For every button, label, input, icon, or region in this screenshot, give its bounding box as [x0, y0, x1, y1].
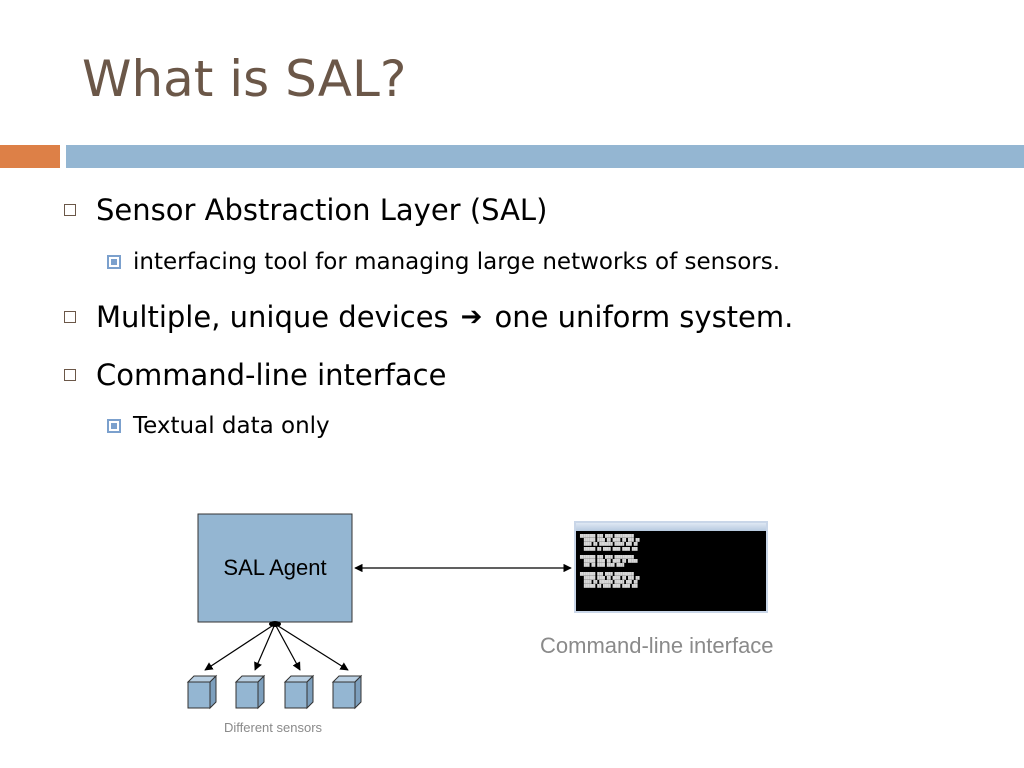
terminal-caption: Command-line interface — [540, 633, 774, 658]
bullet-command-line: Command-line interface — [64, 358, 446, 392]
sub-bullet-text: interfacing tool for managing large netw… — [133, 249, 781, 275]
square-bullet-icon — [64, 204, 76, 216]
filled-square-bullet-icon — [107, 419, 121, 433]
accent-bar-orange — [0, 145, 60, 168]
sub-bullet-text: Textual data only — [133, 413, 330, 439]
sub-bullet-textual: Textual data only — [107, 413, 330, 439]
square-bullet-icon — [64, 369, 76, 381]
sensor-arrow — [274, 623, 349, 671]
square-bullet-icon — [64, 311, 76, 323]
bullet-text: Sensor Abstraction Layer (SAL) — [96, 193, 548, 227]
sensor-cube-icon — [186, 674, 218, 710]
filled-square-bullet-icon — [107, 255, 121, 269]
sal-agent-box — [197, 513, 353, 623]
sensor-cube-icon — [331, 674, 363, 710]
accent-bar-blue — [66, 145, 1024, 168]
bullet-text: Command-line interface — [96, 358, 447, 392]
bullet-sal: Sensor Abstraction Layer (SAL) — [64, 193, 547, 227]
sensor-arrow — [204, 623, 276, 671]
sensor-arrow — [254, 623, 276, 671]
bullet-text-after: one uniform system. — [494, 300, 794, 334]
sub-bullet-interfacing: interfacing tool for managing large netw… — [107, 249, 780, 275]
terminal-screenshot-icon: ████████ ███ ████ ██████████ ██████ ████… — [574, 521, 768, 613]
right-arrow-icon: ➔ — [460, 302, 483, 332]
sensors-caption: Different sensors — [224, 720, 323, 735]
slide-title: What is SAL? — [82, 50, 407, 108]
sensor-cube-icon — [234, 674, 266, 710]
bullet-devices: Multiple, unique devices ➔ one uniform s… — [64, 300, 793, 334]
sensor-arrow — [274, 623, 301, 671]
sensor-cube-icon — [283, 674, 315, 710]
bullet-text-before: Multiple, unique devices — [96, 300, 449, 334]
sal-agent-label: SAL Agent — [223, 555, 327, 580]
